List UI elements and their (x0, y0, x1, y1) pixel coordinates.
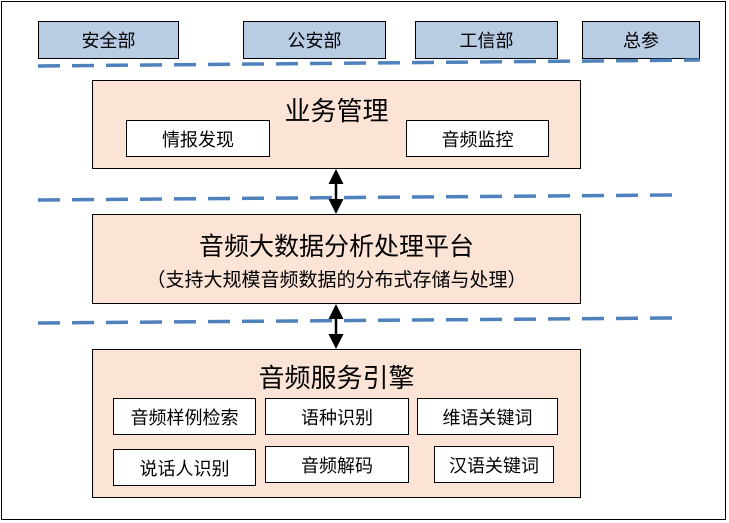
engine-layer-title: 音频服务引擎 (258, 364, 415, 394)
engine-layer: 音频服务引擎 音频样例检索 语种识别 维语关键词 说话人识别 音频解码 汉语关键… (92, 349, 581, 498)
module-box: 语种识别 (265, 398, 409, 435)
agency-box: 总参 (582, 21, 700, 59)
module-box: 音频样例检索 (113, 398, 256, 435)
agency-box: 公安部 (243, 21, 386, 59)
platform-layer-subtitle: （支持大规模音频数据的分布式存储与处理） (146, 269, 527, 291)
module-box: 汉语关键词 (434, 446, 554, 483)
platform-layer-title: 音频大数据分析处理平台 (198, 232, 474, 261)
module-box: 情报发现 (126, 120, 270, 157)
business-layer-title: 业务管理 (284, 97, 389, 127)
platform-layer: 音频大数据分析处理平台 （支持大规模音频数据的分布式存储与处理） (92, 214, 581, 304)
agency-box: 安全部 (38, 21, 179, 59)
business-layer: 业务管理 情报发现 音频监控 (92, 80, 581, 169)
module-box: 音频解码 (265, 446, 409, 483)
agency-box: 工信部 (415, 21, 558, 59)
module-box: 音频监控 (406, 120, 549, 157)
module-box: 维语关键词 (417, 398, 558, 435)
module-box: 说话人识别 (113, 449, 256, 486)
